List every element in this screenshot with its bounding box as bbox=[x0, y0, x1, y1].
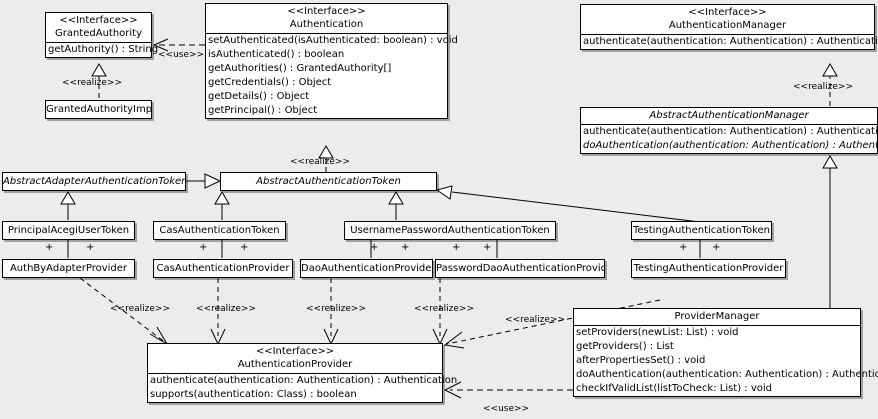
class-granted-authority-impl[interactable]: GrantedAuthorityImpl bbox=[45, 100, 152, 119]
method-compartment: authenticate(authentication: Authenticat… bbox=[581, 125, 878, 153]
edge-label-use-provider-manager: <<use>> bbox=[483, 404, 530, 414]
class-authentication-manager[interactable]: <<Interface>> AuthenticationManager auth… bbox=[580, 4, 878, 50]
class-password-dao-authentication-provider[interactable]: PasswordDaoAuthenticationProvider bbox=[435, 259, 605, 278]
class-granted-authority[interactable]: <<Interface>> GrantedAuthority getAuthor… bbox=[45, 12, 159, 58]
association-plus-mark: + bbox=[712, 242, 721, 253]
method-item: isAuthenticated() : boolean bbox=[208, 49, 345, 60]
method-item: setProviders(newList: List) : void bbox=[576, 327, 739, 338]
class-header: <<Interface>> Authentication bbox=[206, 4, 447, 33]
method-item: authenticate(authentication: Authenticat… bbox=[150, 375, 458, 386]
class-name: ProviderManager bbox=[674, 311, 760, 322]
association-plus-mark: + bbox=[240, 242, 249, 253]
method-compartment: setAuthenticated(isAuthenticated: boolea… bbox=[206, 34, 458, 118]
class-authentication-provider[interactable]: <<Interface>> AuthenticationProvider aut… bbox=[147, 343, 458, 403]
class-header: AbstractAuthenticationManager bbox=[581, 108, 877, 124]
stereotype-label: <<Interface>> bbox=[59, 15, 138, 26]
association-plus-mark: + bbox=[679, 242, 688, 253]
class-abstract-authentication-token[interactable]: AbstractAuthenticationToken bbox=[220, 172, 437, 191]
edge-label-realize-testing-authentication-provider: <<realize>> bbox=[505, 315, 565, 325]
class-abstract-adapter-authentication-token[interactable]: AbstractAdapterAuthenticationToken bbox=[2, 172, 186, 191]
class-principal-acegi-user-token[interactable]: PrincipalAcegiUserToken bbox=[2, 221, 135, 240]
method-item: authenticate(authentication: Authenticat… bbox=[583, 126, 878, 137]
edge-label-realize-abstract-authentication-token: <<realize>> bbox=[290, 157, 350, 167]
edge-label-realize-password-dao-authentication-provider: <<realize>> bbox=[414, 304, 474, 314]
class-header: ProviderManager bbox=[574, 309, 860, 325]
association-plus-mark: + bbox=[199, 242, 208, 253]
method-compartment: setProviders(newList: List) : void getPr… bbox=[574, 326, 878, 396]
method-item: supports(authentication: Class) : boolea… bbox=[150, 389, 357, 400]
edge-label-realize-abstract-authentication-manager: <<realize>> bbox=[793, 82, 853, 92]
class-header: <<Interface>> AuthenticationProvider bbox=[148, 344, 442, 373]
edge-label-realize-auth-by-adapter-provider: <<realize>> bbox=[110, 304, 170, 314]
class-name: GrantedAuthority bbox=[54, 28, 143, 39]
method-compartment: authenticate(authentication: Authenticat… bbox=[581, 35, 878, 49]
divider bbox=[206, 33, 447, 34]
method-item: doAuthentication(authentication: Authent… bbox=[576, 369, 878, 380]
method-item: getCredentials() : Object bbox=[208, 77, 332, 88]
divider bbox=[148, 373, 442, 374]
stereotype-label: <<Interface>> bbox=[287, 6, 366, 17]
divider bbox=[574, 325, 860, 326]
class-name: AuthenticationManager bbox=[668, 20, 787, 31]
class-name: AuthenticationProvider bbox=[237, 359, 353, 370]
method-item: checkIfValidList(listToCheck: List) : vo… bbox=[576, 383, 773, 394]
divider bbox=[581, 34, 874, 35]
class-username-password-authentication-token[interactable]: UsernamePasswordAuthenticationToken bbox=[344, 221, 556, 240]
method-item: setAuthenticated(isAuthenticated: boolea… bbox=[208, 35, 458, 46]
association-plus-mark: + bbox=[483, 242, 492, 253]
class-dao-authentication-provider[interactable]: DaoAuthenticationProvider bbox=[300, 259, 433, 278]
association-plus-mark: + bbox=[370, 242, 379, 253]
stereotype-label: <<Interface>> bbox=[688, 7, 767, 18]
edge-label-realize-dao-authentication-provider: <<realize>> bbox=[306, 304, 366, 314]
edge-label-use-granted-authority: <<use>> bbox=[158, 50, 205, 60]
class-testing-authentication-provider[interactable]: TestingAuthenticationProvider bbox=[631, 259, 786, 278]
class-cas-authentication-provider[interactable]: CasAuthenticationProvider bbox=[153, 259, 293, 278]
class-name: Authentication bbox=[289, 19, 364, 30]
association-plus-mark: + bbox=[401, 242, 410, 253]
class-header: <<Interface>> GrantedAuthority bbox=[46, 13, 151, 42]
class-testing-authentication-token[interactable]: TestingAuthenticationToken bbox=[631, 221, 772, 240]
method-item: afterPropertiesSet() : void bbox=[576, 355, 706, 366]
stereotype-label: <<Interface>> bbox=[255, 346, 335, 357]
class-auth-by-adapter-provider[interactable]: AuthByAdapterProvider bbox=[2, 259, 135, 278]
method-item: getProviders() : List bbox=[576, 341, 674, 352]
class-cas-authentication-token[interactable]: CasAuthenticationToken bbox=[153, 221, 286, 240]
divider bbox=[581, 124, 877, 125]
class-abstract-authentication-manager[interactable]: AbstractAuthenticationManager authentica… bbox=[580, 107, 878, 154]
method-item: getPrincipal() : Object bbox=[208, 105, 318, 116]
class-authentication[interactable]: <<Interface>> Authentication setAuthenti… bbox=[205, 3, 458, 119]
method-item: getAuthority() : String bbox=[48, 44, 159, 55]
association-plus-mark: + bbox=[452, 242, 461, 253]
method-compartment: getAuthority() : String bbox=[46, 43, 159, 57]
method-item: getAuthorities() : GrantedAuthority[] bbox=[208, 63, 392, 74]
association-plus-mark: + bbox=[45, 242, 54, 253]
divider bbox=[46, 42, 151, 43]
method-item: getDetails() : Object bbox=[208, 91, 310, 102]
method-item: doAuthentication(authentication: Authent… bbox=[583, 140, 878, 151]
class-provider-manager[interactable]: ProviderManager setProviders(newList: Li… bbox=[573, 308, 878, 397]
method-item: authenticate(authentication: Authenticat… bbox=[583, 36, 878, 47]
class-name: AbstractAuthenticationManager bbox=[649, 110, 809, 121]
method-compartment: authenticate(authentication: Authenticat… bbox=[148, 374, 458, 402]
class-header: <<Interface>> AuthenticationManager bbox=[581, 5, 874, 34]
association-plus-mark: + bbox=[86, 242, 95, 253]
edge-label-realize-cas-authentication-provider: <<realize>> bbox=[196, 304, 256, 314]
edge-label-realize-granted-authority-impl: <<realize>> bbox=[62, 78, 122, 88]
